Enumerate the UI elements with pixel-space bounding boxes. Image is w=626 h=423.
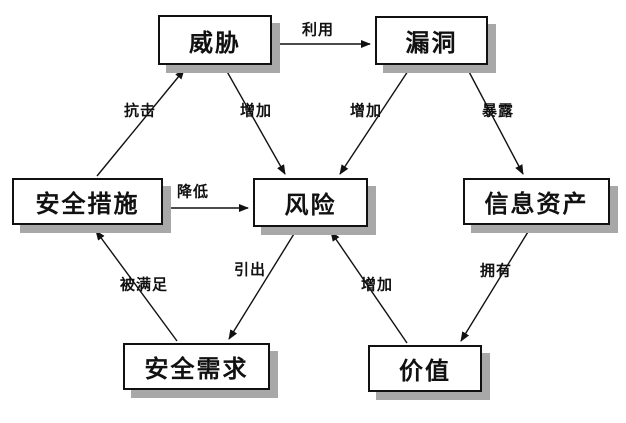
edge-value-to-risk xyxy=(330,231,408,344)
edge-label-own: 拥有 xyxy=(479,261,513,280)
node-vulnerability: 漏洞 xyxy=(375,16,488,65)
edge-vulnerability-to-information-assets xyxy=(466,67,524,175)
edge-label-leads-to: 引出 xyxy=(233,260,267,279)
node-information-assets: 信息资产 xyxy=(463,178,610,225)
edge-label-satisfied: 被满足 xyxy=(119,275,169,294)
edge-vulnerability-to-risk xyxy=(339,67,411,175)
edge-label-resist: 抗击 xyxy=(123,101,157,120)
edge-information-assets-to-value xyxy=(460,226,532,342)
edge-risk-to-security-requirements xyxy=(228,228,298,340)
edge-threat-to-risk xyxy=(224,67,286,175)
edge-label-exploit: 利用 xyxy=(301,20,335,39)
node-risk: 风险 xyxy=(253,178,368,227)
edge-label-reduce: 降低 xyxy=(176,182,210,201)
node-security-requirements: 安全需求 xyxy=(123,343,270,390)
node-value: 价值 xyxy=(368,345,482,392)
edge-security-measures-to-threat xyxy=(96,69,185,177)
edge-security-requirements-to-security-measures xyxy=(95,230,178,342)
edge-label-increase-vulnerability: 增加 xyxy=(349,101,383,120)
node-threat: 威胁 xyxy=(158,15,272,65)
node-security-measures: 安全措施 xyxy=(12,178,163,225)
edge-label-increase-threat: 增加 xyxy=(239,101,273,120)
edge-label-increase-value: 增加 xyxy=(360,275,394,294)
edge-label-expose: 暴露 xyxy=(481,101,515,120)
